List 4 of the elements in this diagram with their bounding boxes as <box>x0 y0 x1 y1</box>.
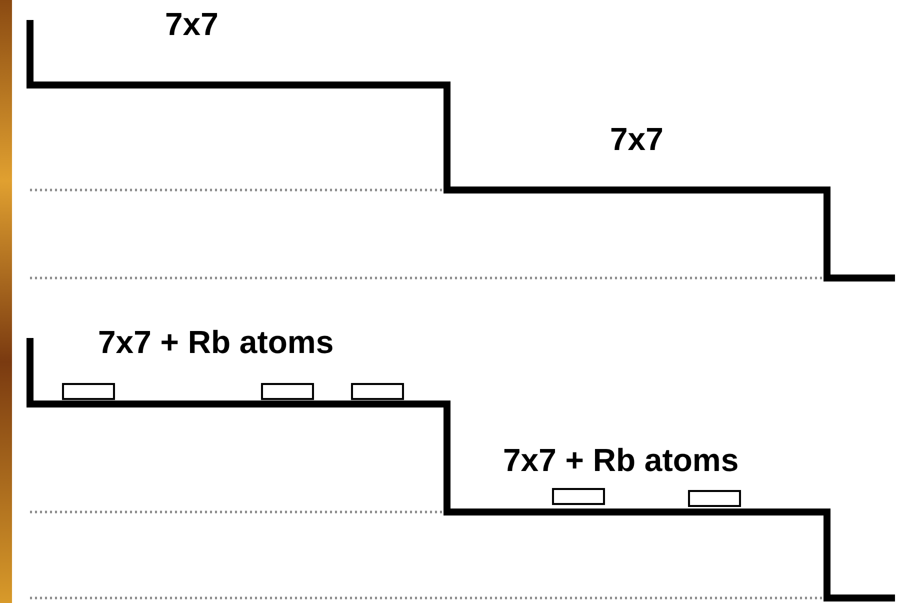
surface-label: 7x7 + Rb atoms <box>503 442 739 478</box>
surface-label: 7x7 <box>165 6 218 42</box>
surface-label: 7x7 + Rb atoms <box>98 324 334 360</box>
surface-label: 7x7 <box>610 121 664 157</box>
